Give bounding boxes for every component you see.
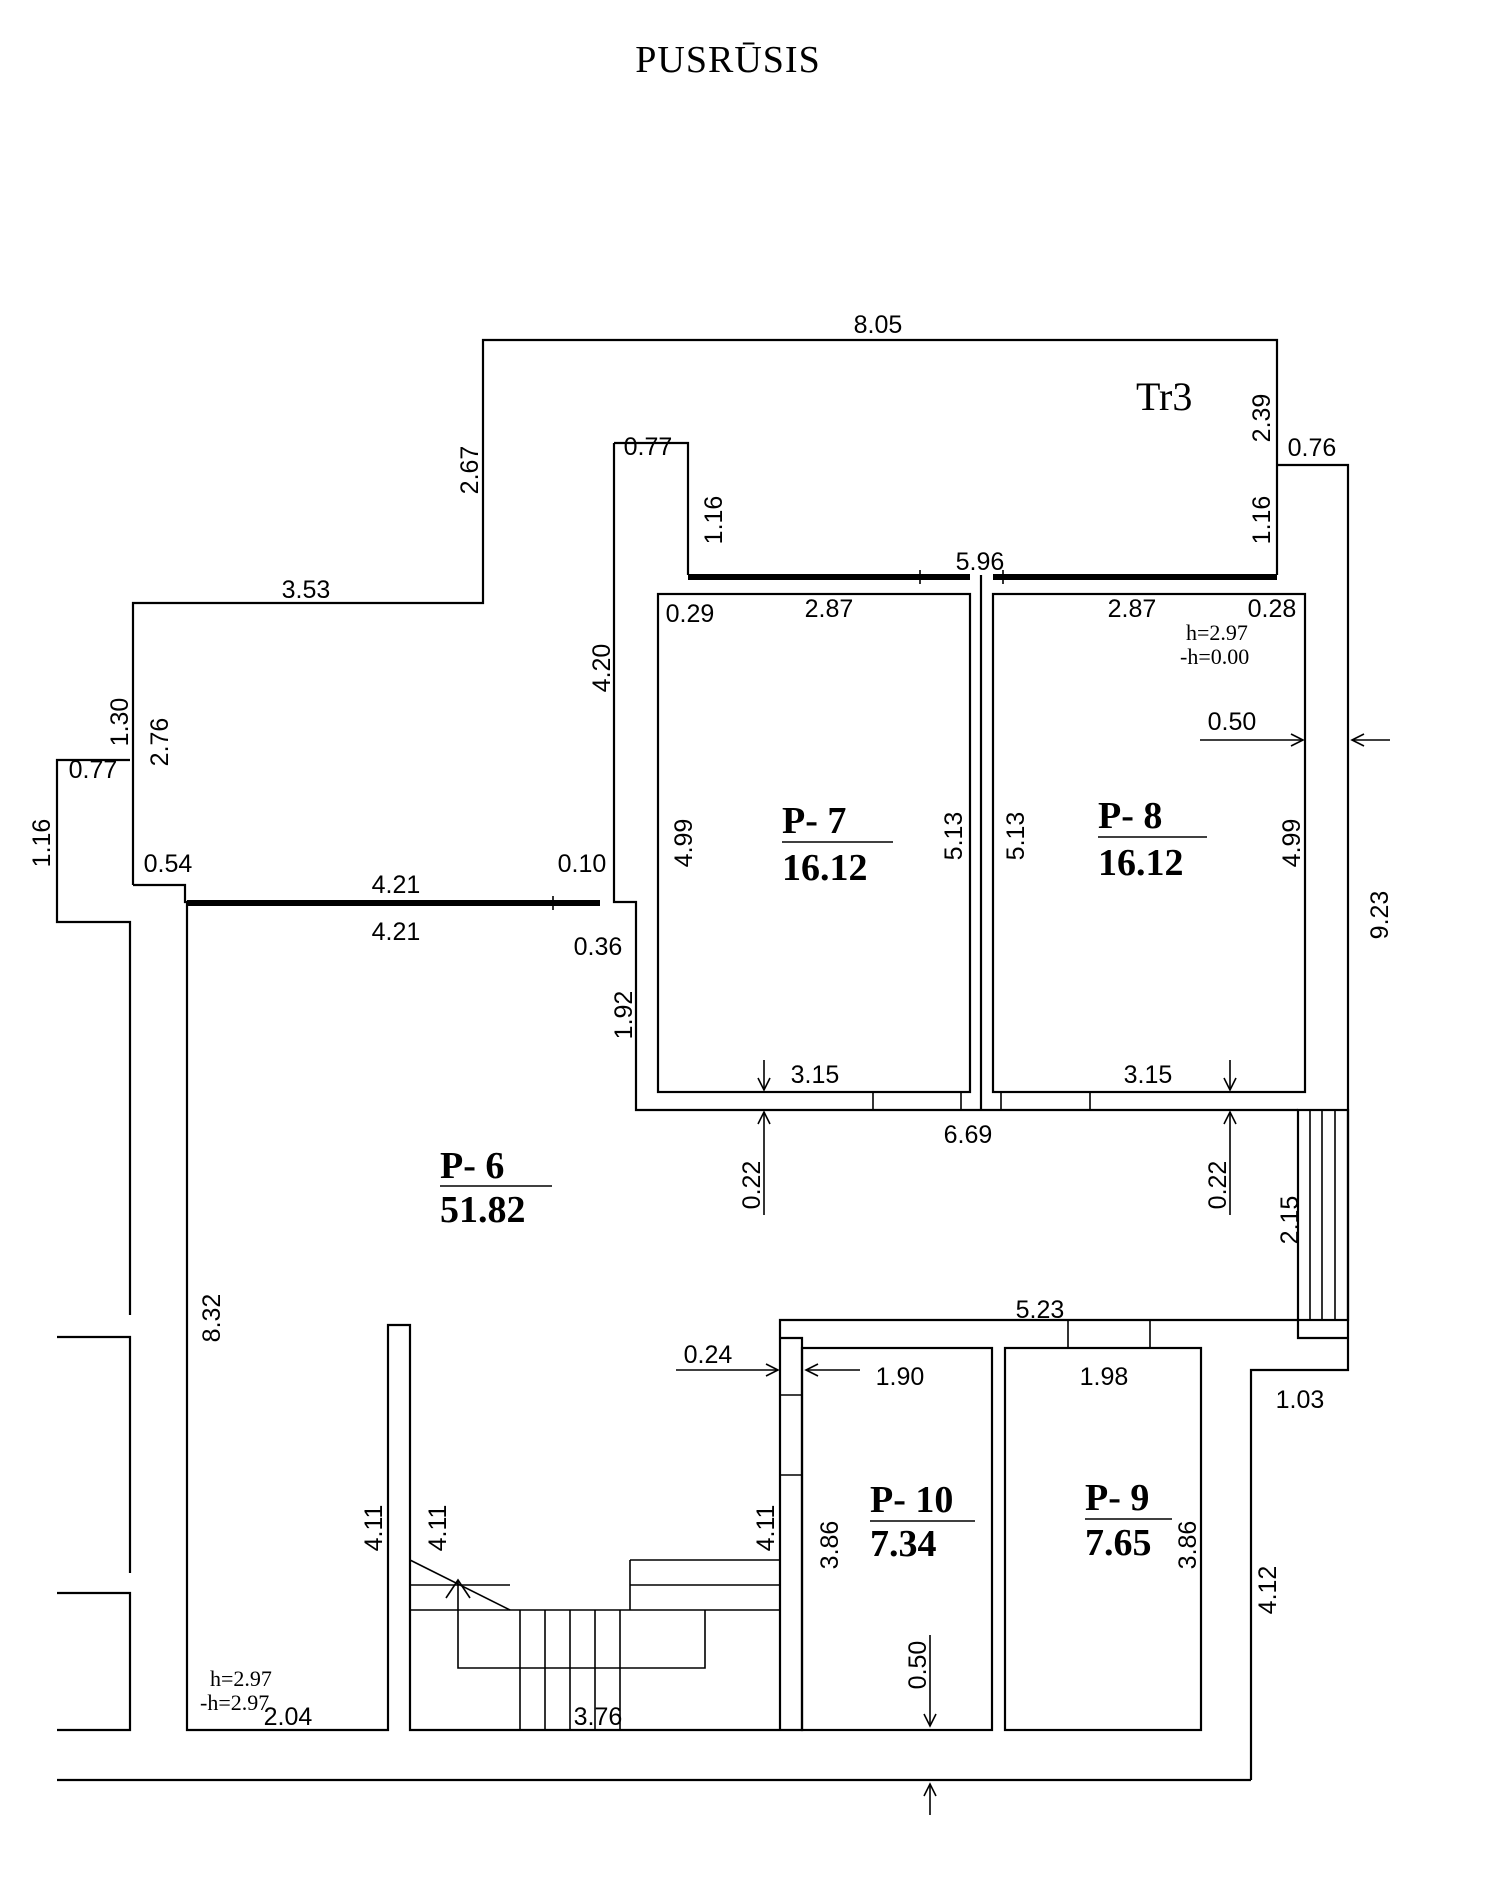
dim-label: 0.24 bbox=[684, 1341, 733, 1369]
room-p9: P- 9 7.65 bbox=[1085, 1477, 1172, 1564]
dim-label: 6.69 bbox=[944, 1121, 993, 1149]
dim-label: 5.23 bbox=[1016, 1296, 1065, 1324]
dim-label: 0.50 bbox=[904, 1641, 932, 1690]
dim-label: 8.05 bbox=[854, 311, 903, 339]
dim-label: 1.16 bbox=[1248, 496, 1276, 545]
dim-label: 4.99 bbox=[1278, 819, 1306, 868]
height-note-p8-neg: -h=0.00 bbox=[1180, 644, 1249, 669]
dim-label: 3.15 bbox=[1124, 1061, 1173, 1089]
dim-label: 1.16 bbox=[700, 496, 728, 545]
height-note-p6: h=2.97 bbox=[210, 1666, 272, 1691]
walls bbox=[55, 338, 1390, 1815]
dim-label: 0.29 bbox=[666, 600, 715, 628]
height-note-p6-neg: -h=2.97 bbox=[200, 1690, 269, 1715]
room-p6-code: P- 6 bbox=[440, 1145, 504, 1187]
dim-label: 1.03 bbox=[1276, 1386, 1325, 1414]
dim-label: 5.13 bbox=[940, 812, 968, 861]
room-p6-area: 51.82 bbox=[440, 1189, 526, 1231]
room-p8: P- 8 16.12 bbox=[1098, 795, 1207, 884]
dim-label: 2.87 bbox=[805, 595, 854, 623]
dim-label: 4.21 bbox=[372, 871, 421, 899]
dim-label: 0.28 bbox=[1248, 595, 1297, 623]
dim-label: 5.96 bbox=[956, 548, 1005, 576]
dim-label: 0.76 bbox=[1288, 434, 1337, 462]
room-p8-area: 16.12 bbox=[1098, 842, 1184, 884]
dim-label: 3.15 bbox=[791, 1061, 840, 1089]
dim-label: 4.11 bbox=[360, 1505, 388, 1552]
room-p7: P- 7 16.12 bbox=[782, 800, 893, 889]
room-p7-area: 16.12 bbox=[782, 847, 868, 889]
dim-label: 3.53 bbox=[282, 576, 331, 604]
room-p9-code: P- 9 bbox=[1085, 1477, 1149, 1519]
dim-label: 4.99 bbox=[670, 819, 698, 868]
dim-label: 0.22 bbox=[1204, 1161, 1232, 1210]
dim-label: 2.15 bbox=[1276, 1196, 1304, 1245]
dim-label: 2.67 bbox=[456, 446, 484, 495]
dim-label: 2.76 bbox=[146, 718, 174, 767]
room-p9-area: 7.65 bbox=[1085, 1522, 1152, 1564]
dim-label: 3.86 bbox=[1174, 1521, 1202, 1570]
dim-label: 4.21 bbox=[372, 918, 421, 946]
dim-label: 1.30 bbox=[106, 698, 134, 747]
dim-label: 1.92 bbox=[610, 991, 638, 1040]
dim-label: 0.77 bbox=[624, 433, 673, 461]
dim-label: 0.22 bbox=[738, 1161, 766, 1210]
beams bbox=[187, 570, 1277, 910]
dim-label: 3.86 bbox=[816, 1521, 844, 1570]
dim-label: 0.10 bbox=[558, 850, 607, 878]
dim-label: 1.98 bbox=[1080, 1363, 1129, 1391]
room-p7-code: P- 7 bbox=[782, 800, 846, 842]
dimensions: 8.05 0.76 0.77 5.96 3.53 0.29 2.87 2.87 … bbox=[28, 311, 1394, 1731]
dim-label: 9.23 bbox=[1366, 891, 1394, 940]
dim-label: 0.54 bbox=[144, 850, 193, 878]
stair-label-tr3: Tr3 bbox=[1136, 374, 1192, 419]
dim-label: 1.90 bbox=[876, 1363, 925, 1391]
room-p8-code: P- 8 bbox=[1098, 795, 1162, 837]
room-labels: P- 6 51.82 P- 7 16.12 P- 8 16.12 P- 9 7.… bbox=[440, 795, 1207, 1565]
dim-label: 0.50 bbox=[1208, 708, 1257, 736]
room-p10: P- 10 7.34 bbox=[870, 1479, 975, 1565]
dim-label: 2.04 bbox=[264, 1703, 313, 1731]
dim-label: 1.16 bbox=[28, 819, 56, 868]
dim-label: 2.87 bbox=[1108, 595, 1157, 623]
height-notes: h=2.97 -h=0.00 h=2.97 -h=2.97 bbox=[200, 620, 1249, 1715]
dim-label: 8.32 bbox=[198, 1294, 226, 1343]
dim-label: 4.11 bbox=[424, 1505, 452, 1552]
room-p10-area: 7.34 bbox=[870, 1523, 937, 1565]
dim-label: 5.13 bbox=[1002, 812, 1030, 861]
dim-label: 0.36 bbox=[574, 933, 623, 961]
room-p10-code: P- 10 bbox=[870, 1479, 953, 1521]
height-note-p8: h=2.97 bbox=[1186, 620, 1248, 645]
plan-title: PUSRŪSIS bbox=[635, 39, 820, 81]
dim-label: 4.20 bbox=[588, 644, 616, 693]
room-p6: P- 6 51.82 bbox=[440, 1145, 552, 1231]
dim-label: 4.12 bbox=[1254, 1566, 1282, 1615]
dim-label: 2.39 bbox=[1248, 394, 1276, 443]
dim-label: 3.76 bbox=[574, 1703, 623, 1731]
dim-label: 4.11 bbox=[752, 1505, 780, 1552]
dim-label: 0.77 bbox=[69, 756, 118, 784]
